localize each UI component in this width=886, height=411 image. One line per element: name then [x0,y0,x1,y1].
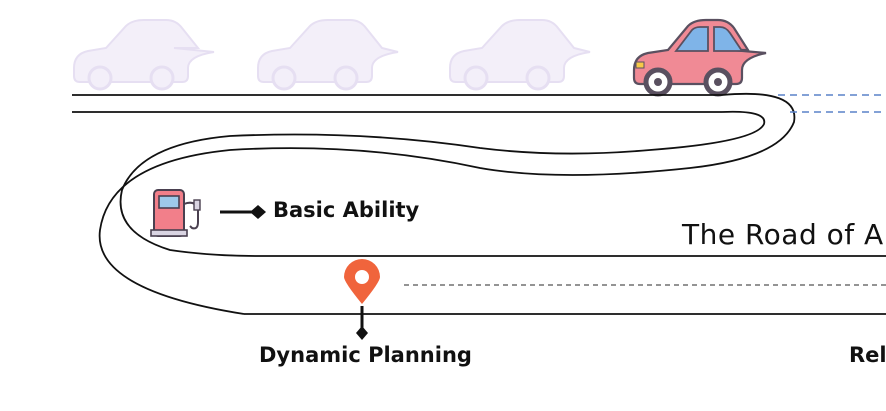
right-milestone-label: Rel [849,343,886,367]
basic-ability-connector [220,205,266,219]
road [72,92,886,315]
location-pin-icon [344,259,380,304]
road-title: The Road of A [682,218,884,251]
dynamic-planning-connector [356,306,368,340]
faded-car-icon-3 [449,19,591,91]
fuel-pump-icon [150,189,201,237]
dynamic-planning-label: Dynamic Planning [259,343,472,367]
active-car-icon [632,18,767,97]
faded-car-icon-2 [257,19,399,91]
faded-car-icon-1 [73,19,215,91]
basic-ability-label: Basic Ability [273,198,420,222]
